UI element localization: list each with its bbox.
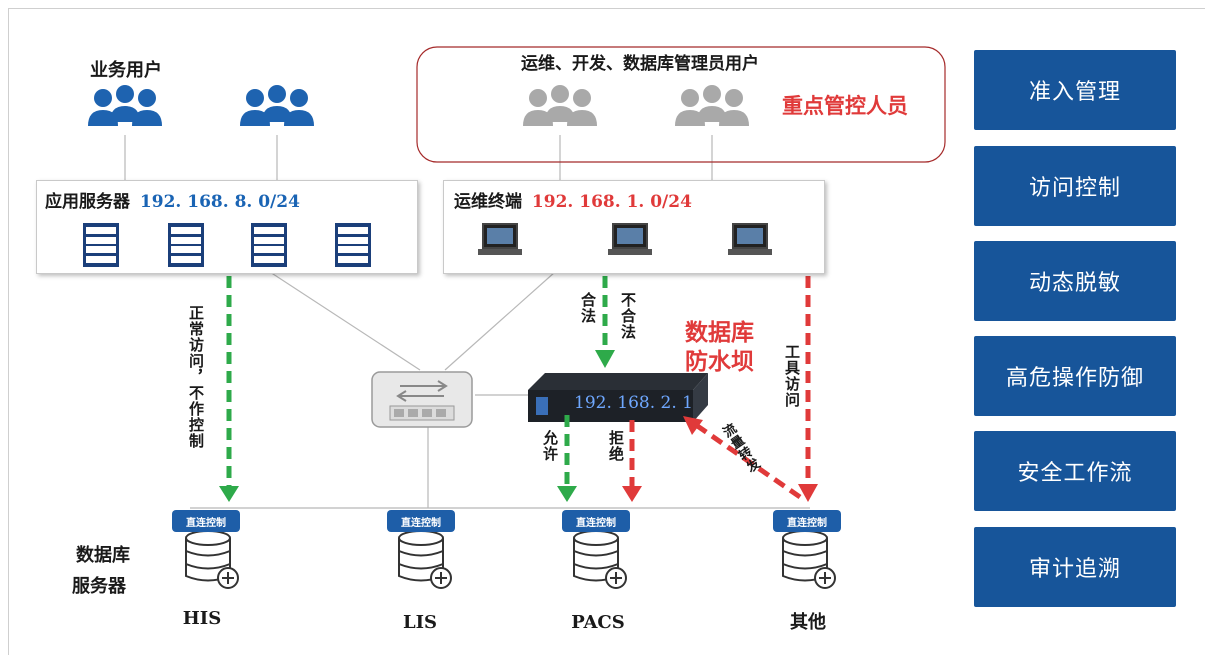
sidebar-item-access-control[interactable]: 访问控制 xyxy=(974,146,1176,226)
deny-label: 拒绝 xyxy=(607,430,625,462)
direct-control-tag-lis: 直连控制 xyxy=(387,510,455,532)
key-personnel-label: 重点管控人员 xyxy=(782,93,908,118)
switch-icon xyxy=(371,371,473,428)
tool-access-label: 工具访问 xyxy=(783,344,801,408)
db-icon-other xyxy=(782,530,836,589)
firewall-title-line2: 防水坝 xyxy=(685,348,754,375)
sidebar-item-admission[interactable]: 准入管理 xyxy=(974,50,1176,130)
firewall-title-line1: 数据库 xyxy=(685,319,754,346)
db-section-label-line1: 数据库 xyxy=(76,545,130,566)
laptop-icon xyxy=(728,223,772,257)
red-arrowheads xyxy=(622,416,818,502)
ops-terminal-label: 运维终端 xyxy=(454,192,522,212)
direct-control-tag-his: 直连控制 xyxy=(172,510,240,532)
db-name-lis: LIS xyxy=(402,612,438,633)
sidebar-item-security-workflow[interactable]: 安全工作流 xyxy=(974,431,1176,511)
server-icon xyxy=(335,223,371,267)
business-users-label: 业务用户 xyxy=(90,60,162,81)
server-icon xyxy=(251,223,287,267)
direct-control-tag-other: 直连控制 xyxy=(773,510,841,532)
firewall-ip: 192. 168. 2. 1 xyxy=(574,393,693,413)
sidebar-item-high-risk-defense[interactable]: 高危操作防御 xyxy=(974,336,1176,416)
legal-label: 合法 xyxy=(579,292,597,324)
connector-lines xyxy=(124,135,810,509)
app-server-label: 应用服务器 xyxy=(45,192,130,212)
server-icon xyxy=(168,223,204,267)
illegal-label: 不合法 xyxy=(619,292,637,340)
red-arrows xyxy=(629,276,811,500)
ops-terminal-ip: 192. 168. 1. 0/24 xyxy=(531,192,692,212)
ops-terminal-box: 运维终端 192. 168. 1. 0/24 xyxy=(443,180,825,274)
laptop-icon xyxy=(478,223,522,257)
sidebar-item-audit-trace[interactable]: 审计追溯 xyxy=(974,527,1176,607)
business-users-icon-left xyxy=(88,85,162,126)
laptop-icon xyxy=(608,223,652,257)
server-icon xyxy=(83,223,119,267)
sidebar-item-dynamic-masking[interactable]: 动态脱敏 xyxy=(974,241,1176,321)
ops-users-icon-right xyxy=(675,85,749,126)
ops-users-label: 运维、开发、数据库管理员用户 xyxy=(521,54,759,74)
app-server-box: 应用服务器 192. 168. 8. 0/24 xyxy=(36,180,418,274)
green-arrowheads xyxy=(219,350,615,502)
db-section-label-line2: 服务器 xyxy=(72,576,126,597)
green-arrows xyxy=(226,276,608,488)
db-icon-his xyxy=(185,530,239,589)
firewall-appliance-icon xyxy=(528,373,708,422)
db-icon-pacs xyxy=(573,530,627,589)
direct-control-tag-pacs: 直连控制 xyxy=(562,510,630,532)
db-icon-lis xyxy=(398,530,452,589)
diagram-frame xyxy=(8,8,1205,655)
db-name-pacs: PACS xyxy=(571,612,625,633)
ops-users-icon-left xyxy=(523,85,597,126)
normal-access-label: 正常访问，不作控制 xyxy=(187,305,205,449)
business-users-icon-right xyxy=(240,85,314,126)
key-personnel-box xyxy=(416,46,946,163)
allow-label: 允许 xyxy=(541,430,559,462)
db-name-his: HIS xyxy=(182,608,222,629)
db-name-other: 其他 xyxy=(790,612,826,633)
app-server-ip: 192. 168. 8. 0/24 xyxy=(139,192,300,212)
